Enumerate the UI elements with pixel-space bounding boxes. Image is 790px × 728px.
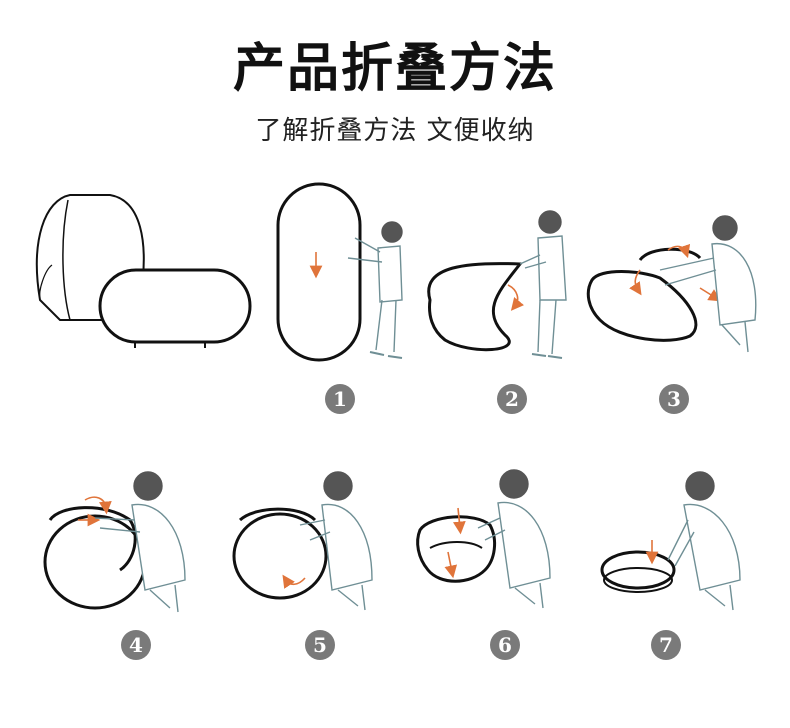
page-subtitle: 了解折叠方法 文便收纳 (255, 116, 535, 146)
step-3-badge: 3 (659, 384, 689, 414)
step-7-illustration (600, 471, 741, 611)
step-2-badge: 2 (497, 384, 527, 414)
step-4-illustration (43, 471, 186, 613)
step-5-illustration (232, 471, 373, 611)
step-2-illustration (427, 210, 567, 359)
step-1-illustration (276, 182, 403, 362)
down-arrow-icon (444, 551, 458, 579)
curved-arrow-icon (507, 284, 525, 311)
curved-arrow-icon (629, 269, 642, 296)
step-4-badge: 4 (121, 630, 151, 660)
step-5-badge: 5 (305, 630, 335, 660)
step-7-badge: 7 (651, 630, 681, 660)
curved-arrow-icon (667, 243, 691, 259)
step-6-illustration (416, 469, 551, 609)
curved-arrow-icon (282, 574, 306, 589)
step-1-badge: 1 (325, 384, 355, 414)
step-6-badge: 6 (490, 630, 520, 660)
page-title: 产品折叠方法 (232, 39, 557, 99)
step-3-illustration (586, 215, 757, 353)
down-arrow-icon (452, 507, 466, 535)
curved-arrow-icon (699, 287, 722, 302)
unfolded-product-illustration (35, 194, 252, 348)
curved-arrow-icon (84, 496, 112, 515)
